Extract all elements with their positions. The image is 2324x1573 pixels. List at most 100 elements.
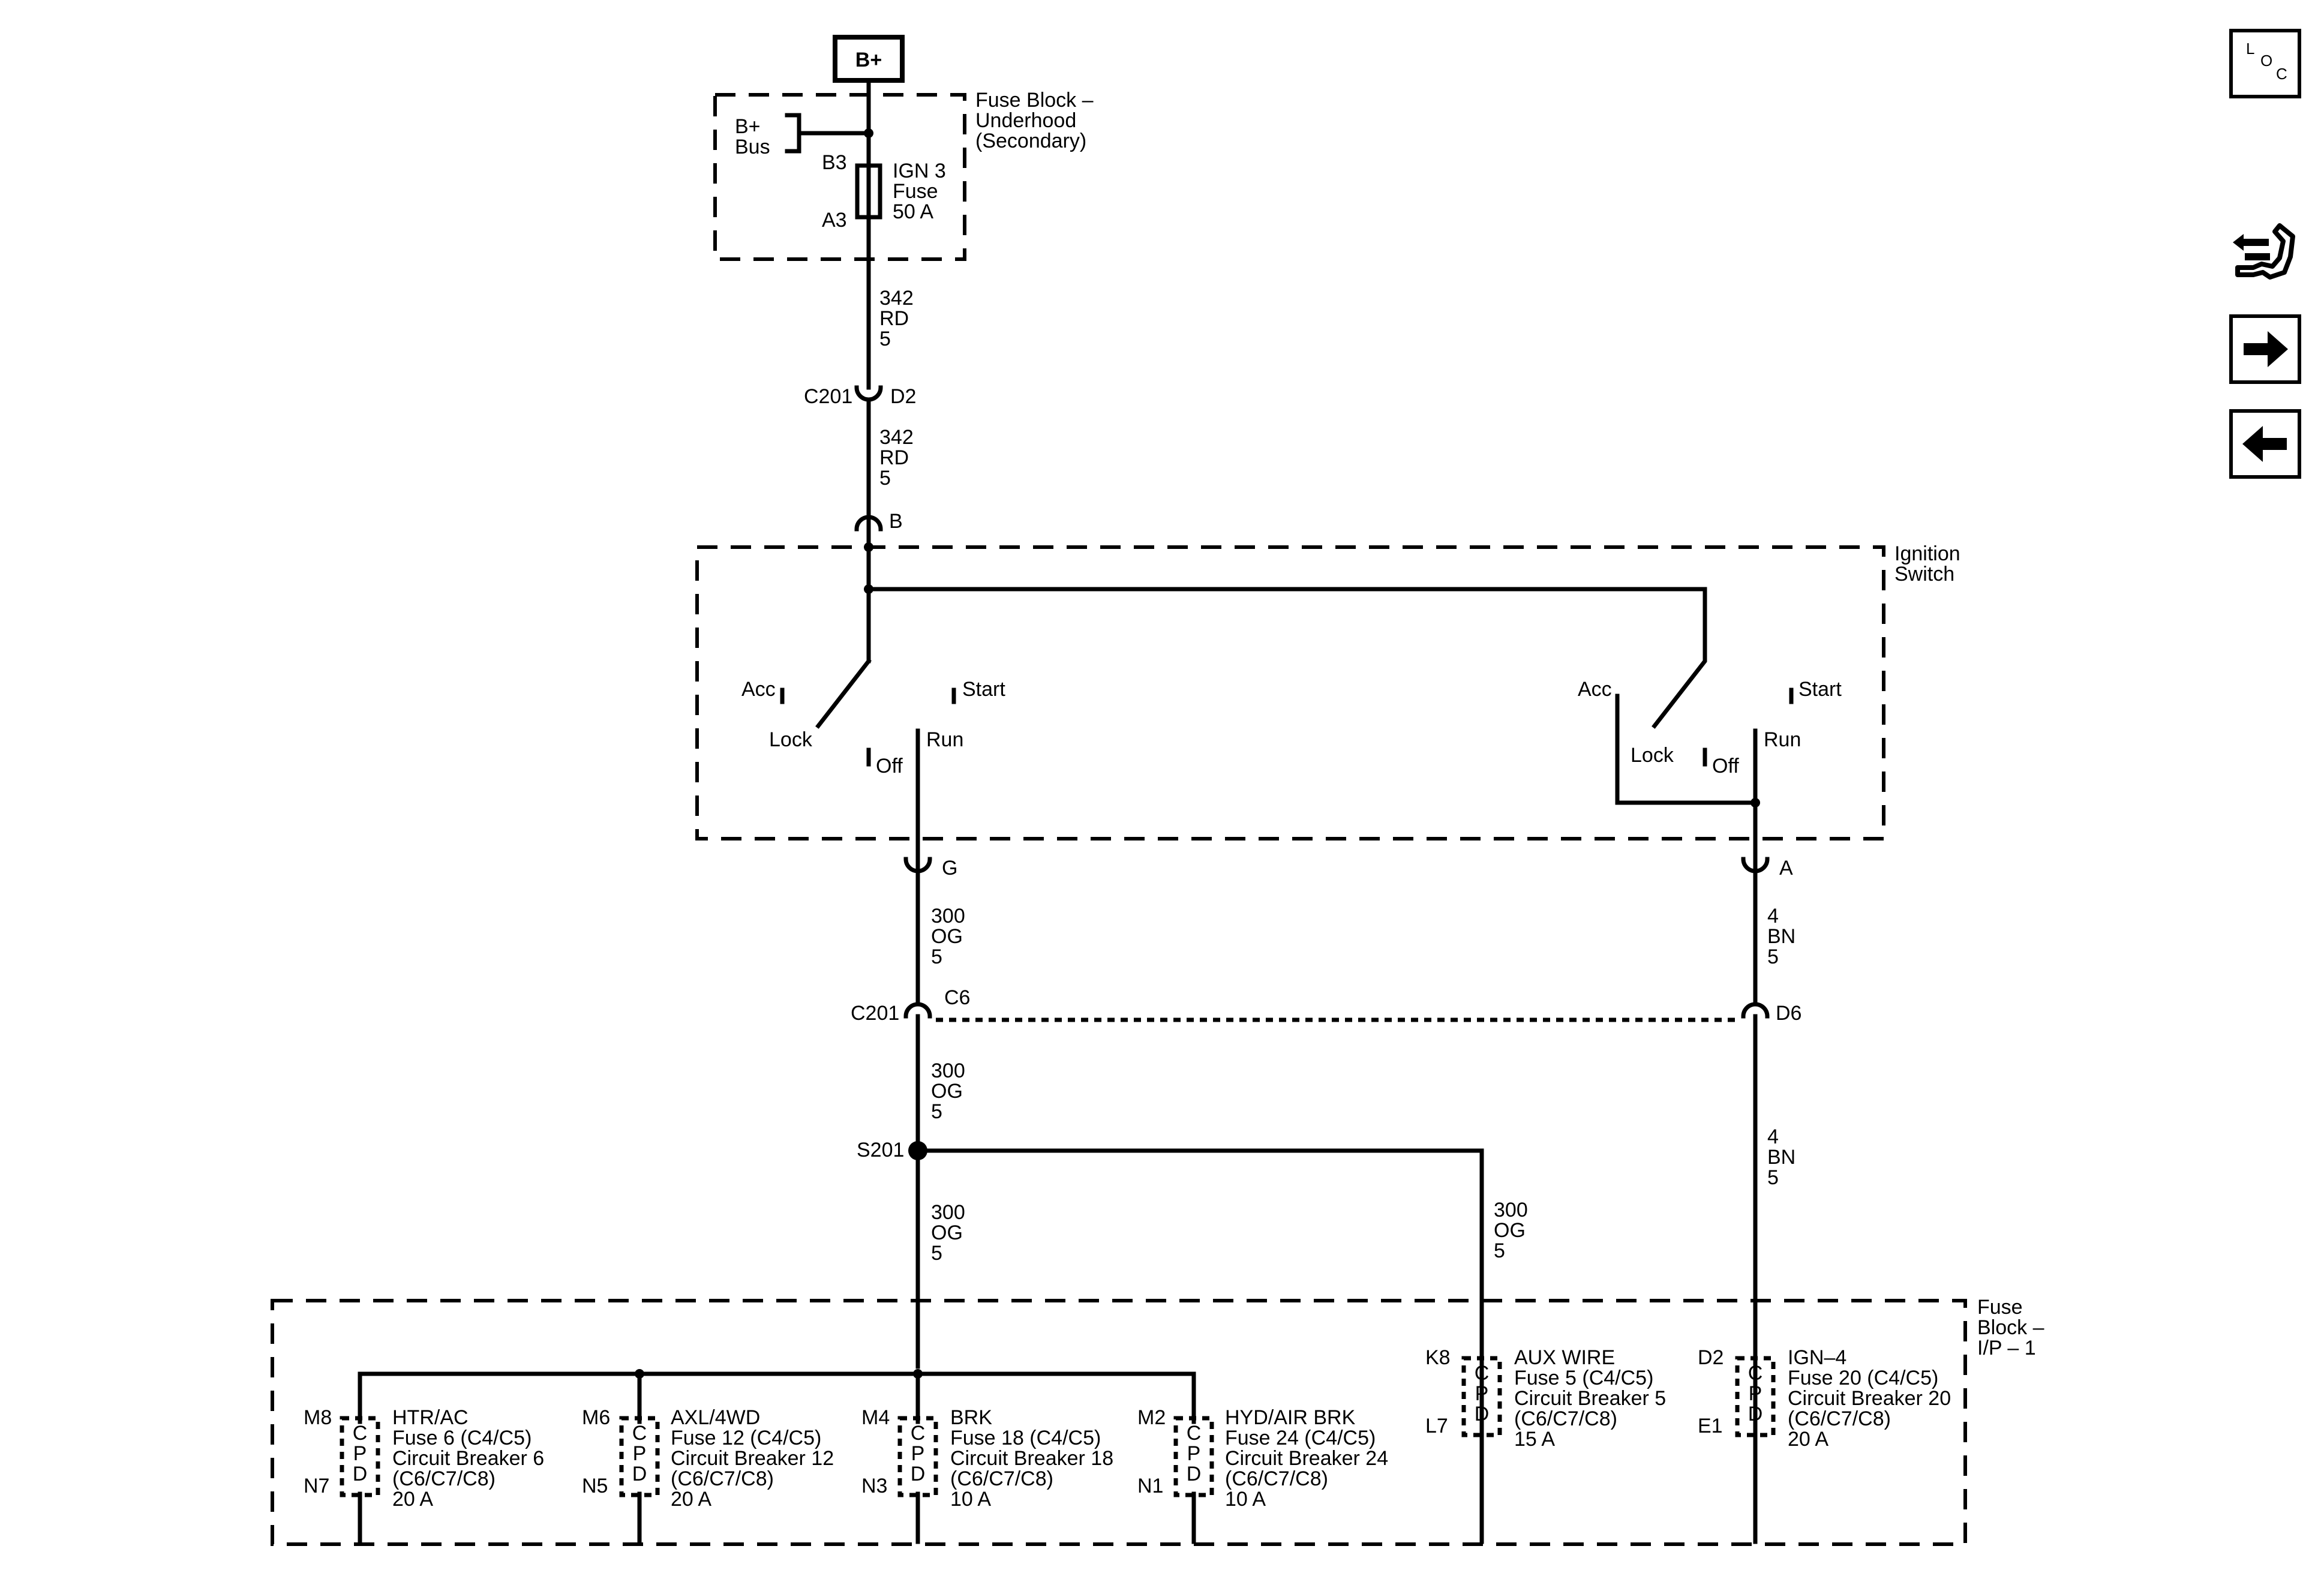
cpd-symbol: [1461, 1356, 1502, 1437]
wire-300-label-1b: OG: [931, 925, 963, 948]
wire-342-label-1a: 342: [879, 287, 914, 310]
cpd-symbol: [1735, 1356, 1776, 1437]
loc-button[interactable]: L O C: [2229, 29, 2301, 98]
cpd-pin-top: M2: [1137, 1406, 1166, 1429]
cpd-label-line: HTR/AC: [392, 1406, 469, 1429]
cpd-label-line: 20 A: [1788, 1428, 1828, 1451]
cpd-label-line: Circuit Breaker 5: [1514, 1387, 1666, 1410]
wire-300-label-4b: OG: [1494, 1219, 1526, 1242]
underhood-fuse-block-title-3: (Secondary): [975, 130, 1086, 152]
pin-a3: A3: [822, 209, 847, 232]
bus-label-1: B+: [735, 115, 761, 138]
cpd-pin-bottom: N1: [1137, 1475, 1163, 1497]
left-off-label: Off: [876, 755, 903, 778]
wire-300-label-3a: 300: [931, 1201, 965, 1224]
b-plus-label: B+: [855, 49, 882, 71]
left-start-label: Start: [962, 678, 1005, 701]
cpd-label-line: AXL/4WD: [671, 1406, 760, 1429]
cpd-pin-top: M8: [304, 1406, 332, 1429]
ip-fuse-block-title-2: Block –: [1977, 1316, 2044, 1339]
wire-4-label-2b: BN: [1767, 1146, 1795, 1169]
svg-text:C: C: [2276, 65, 2287, 83]
cpd-letter: D: [1187, 1463, 1202, 1485]
wire-342-label-2c: 5: [879, 467, 891, 490]
cpd-letter: D: [1748, 1403, 1763, 1425]
wire-342-label-1c: 5: [879, 328, 891, 350]
right-run-junction: [1750, 798, 1760, 807]
wire-342-label-1b: RD: [879, 307, 909, 330]
cpd-letter: P: [911, 1442, 925, 1465]
cpd-letter: C: [353, 1422, 368, 1445]
cpd-letter: C: [1475, 1362, 1490, 1385]
wire-300-label-1c: 5: [931, 945, 942, 968]
cpd-letter: C: [1187, 1422, 1202, 1445]
wire-300-label-1a: 300: [931, 905, 965, 927]
c201-label-top: C201: [804, 385, 852, 408]
ign3-fuse-label-3: 50 A: [893, 200, 933, 223]
wire-300-label-3b: OG: [931, 1221, 963, 1244]
cpd-pin-top: D2: [1698, 1346, 1724, 1369]
s201-label: S201: [857, 1139, 904, 1161]
ip-fuse-block-title-1: Fuse: [1977, 1296, 2023, 1319]
wire-342-label-2a: 342: [879, 426, 914, 449]
cpd-letter: D: [1475, 1403, 1490, 1425]
cpd-label-line: 10 A: [1225, 1488, 1266, 1511]
cpd-label-line: Fuse 6 (C4/C5): [392, 1427, 532, 1449]
cpd-label-line: Fuse 12 (C4/C5): [671, 1427, 821, 1449]
wire-4-label-2a: 4: [1767, 1125, 1779, 1148]
cpd-label-line: Circuit Breaker 24: [1225, 1447, 1388, 1470]
wire-300-label-2a: 300: [931, 1059, 965, 1082]
underhood-fuse-block-title-2: Underhood: [975, 109, 1076, 132]
ign3-fuse-label-2: Fuse: [893, 180, 938, 203]
wire-300-label-2b: OG: [931, 1080, 963, 1103]
cpd-label-line: (C6/C7/C8): [1788, 1407, 1891, 1430]
wire-4-label-2c: 5: [1767, 1166, 1779, 1189]
cpd-letter: P: [1749, 1382, 1762, 1405]
left-run-label: Run: [926, 728, 963, 751]
cpd-label-line: (C6/C7/C8): [1225, 1467, 1328, 1490]
previous-page-button[interactable]: [2229, 409, 2301, 479]
cpd-symbol: [340, 1416, 380, 1497]
c6-label: C6: [944, 986, 970, 1009]
cpd-letter: P: [1187, 1442, 1201, 1465]
left-switch-blade: [815, 658, 872, 729]
cpd-letter: C: [632, 1422, 647, 1445]
schematic-tools-button[interactable]: [2227, 215, 2306, 287]
wire-4-label-1c: 5: [1767, 945, 1779, 968]
cpd-letter: D: [911, 1463, 926, 1485]
wire-300-label-4c: 5: [1494, 1239, 1505, 1262]
svg-text:L: L: [2246, 40, 2254, 58]
svg-text:O: O: [2260, 52, 2272, 70]
cpd-label-line: (C6/C7/C8): [392, 1467, 496, 1490]
cpd-label-line: Circuit Breaker 12: [671, 1447, 834, 1470]
cpd-pin-top: K8: [1425, 1346, 1451, 1369]
cpd-label-line: Circuit Breaker 6: [392, 1447, 544, 1470]
ignition-switch-title-2: Switch: [1894, 563, 1954, 586]
d2-label: D2: [890, 385, 916, 408]
cpd-label-line: HYD/AIR BRK: [1225, 1406, 1356, 1429]
cpd-symbol: [619, 1416, 660, 1497]
c201-label-bottom: C201: [851, 1002, 899, 1025]
cpd-pin-bottom: L7: [1425, 1415, 1448, 1437]
cpd-letter: C: [911, 1422, 926, 1445]
loc-icon: L O C: [2246, 40, 2287, 83]
right-run-label: Run: [1764, 728, 1801, 751]
connector-d6: [1741, 1002, 1770, 1019]
cpd-letter: P: [633, 1442, 647, 1465]
arrow-right-icon: [2244, 331, 2288, 367]
underhood-fuse-block-outline: [713, 93, 966, 261]
arrow-left-icon: [2242, 426, 2287, 462]
g-connector-label: G: [942, 857, 957, 879]
next-page-button[interactable]: [2229, 314, 2301, 384]
cpd-label-line: Fuse 18 (C4/C5): [950, 1427, 1101, 1449]
wire-300-label-2c: 5: [931, 1100, 942, 1123]
cpd-letter: P: [353, 1442, 367, 1465]
cpd-label-line: Circuit Breaker 18: [950, 1447, 1113, 1470]
cpd-pin-bottom: N3: [861, 1475, 887, 1497]
